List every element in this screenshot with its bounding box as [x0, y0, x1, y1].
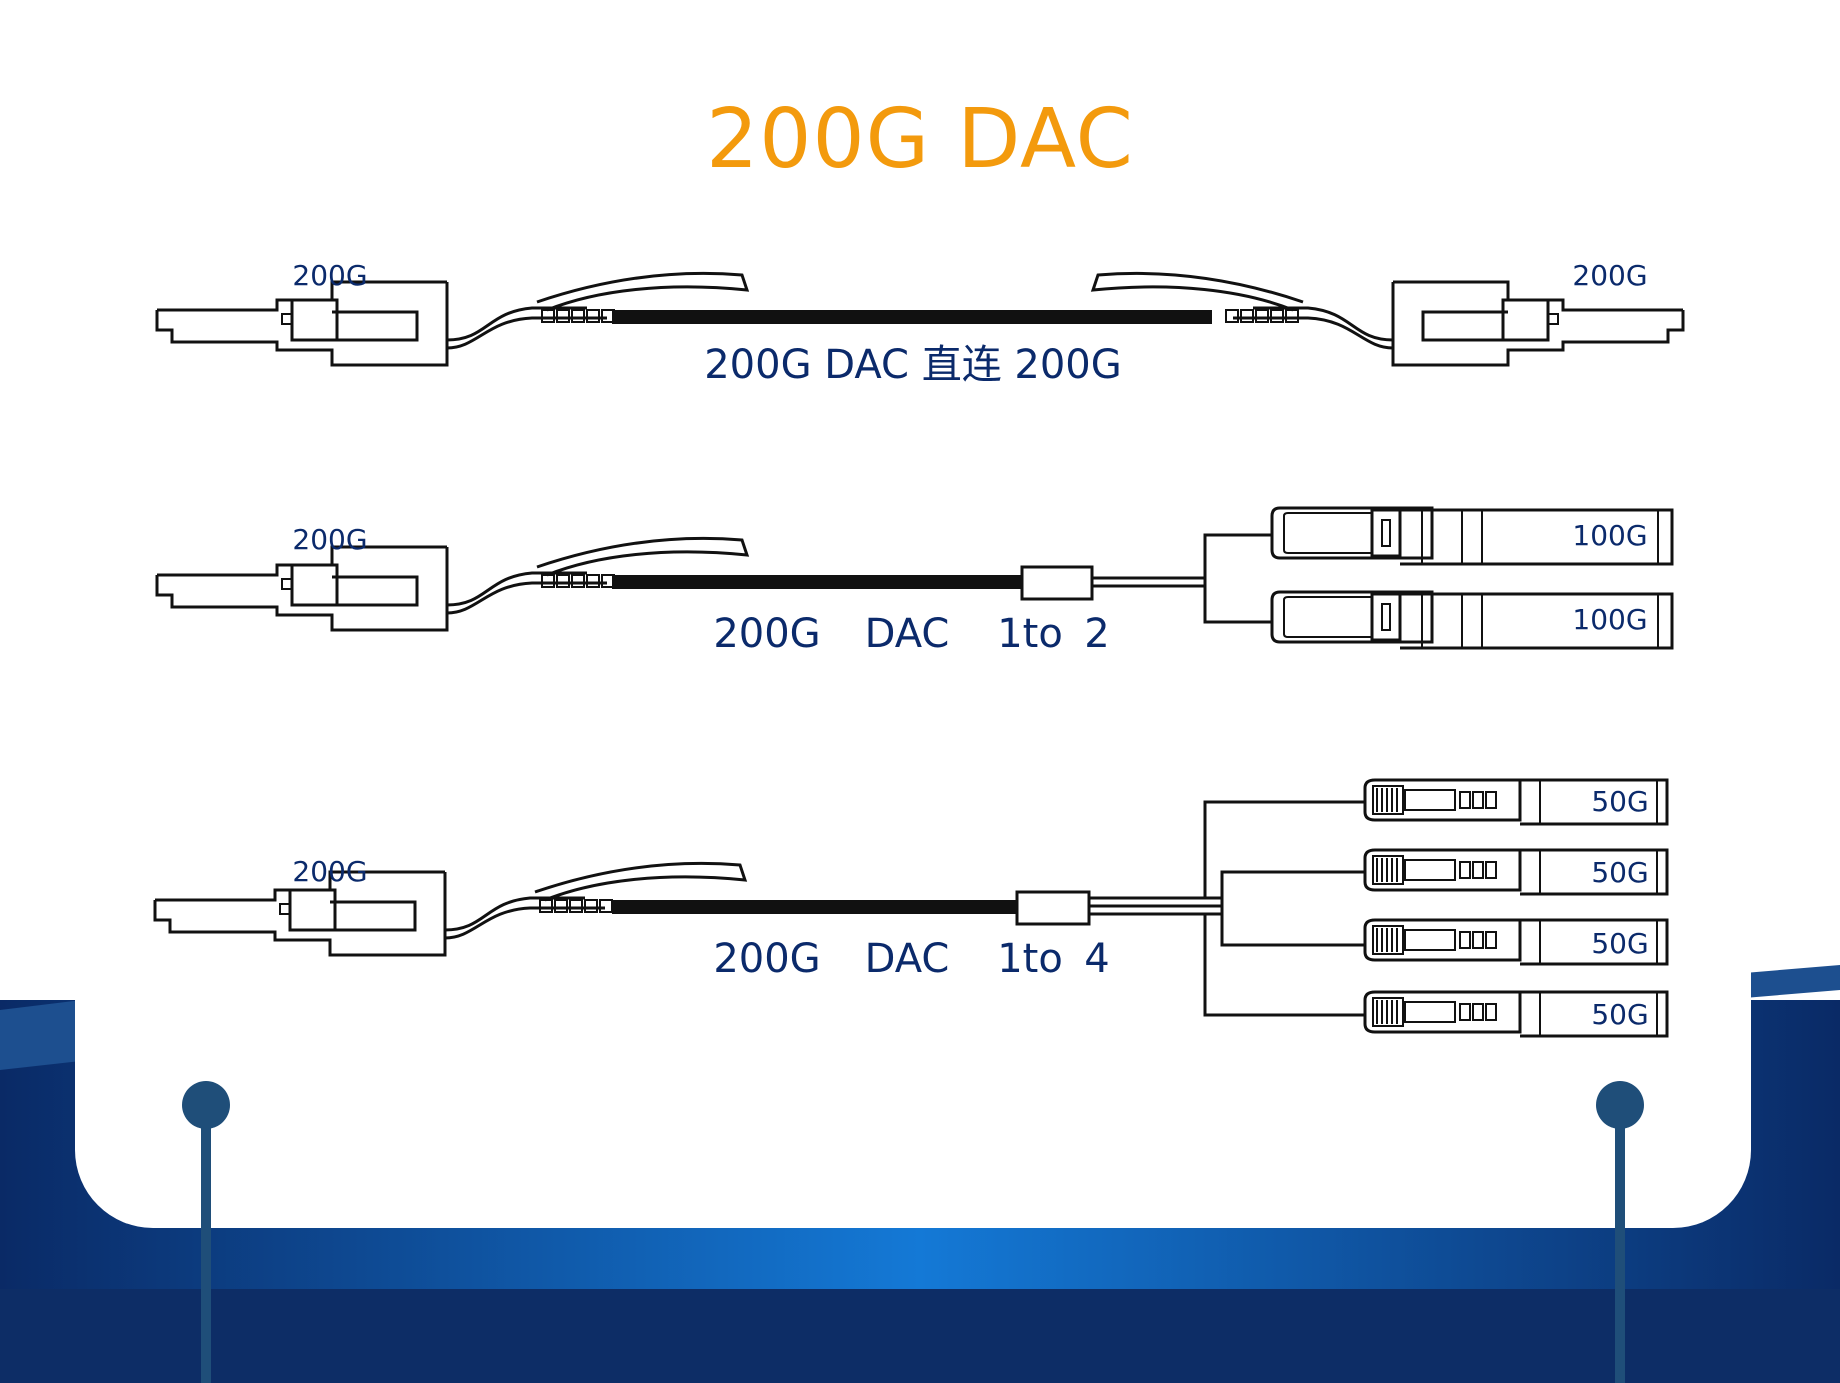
port-label-50g: 50G	[1591, 927, 1648, 960]
port-label-100g: 100G	[1572, 603, 1647, 636]
caption-count: 4	[1084, 936, 1109, 982]
left-port-label: 200G	[292, 259, 367, 292]
port-label-50g: 50G	[1591, 856, 1648, 889]
caption-ratio: 1to	[997, 936, 1063, 982]
left-port-label: 200G	[292, 523, 367, 556]
right-port-label: 200G	[1572, 259, 1647, 292]
row-breakout-2: 200G 100G 100G 200G DAC 1to 2	[155, 506, 1674, 657]
caption-type: DAC	[865, 611, 950, 657]
port-label-100g: 100G	[1572, 519, 1647, 552]
content-card	[75, 0, 1751, 1228]
dac-cable	[612, 900, 1017, 914]
row-direct: 200G 200G 200G DAC 直连 200G	[155, 259, 1685, 388]
caption-speed: 200G	[713, 936, 820, 982]
caption-count: 2	[1084, 611, 1109, 657]
breakout-box	[1015, 890, 1091, 926]
cable-diagram: 200G 200G 200G DAC 直连 200G 200G 100G 100…	[153, 259, 1685, 1038]
caption-type: DAC	[865, 936, 950, 982]
port-label-50g: 50G	[1591, 785, 1648, 818]
dac-cable	[612, 575, 1022, 589]
port-label-50g: 50G	[1591, 998, 1648, 1031]
breakout-box	[1020, 565, 1094, 601]
row-caption: 200G DAC 直连 200G	[704, 342, 1122, 388]
row-breakout-4: 200G 50G 50G 50G 50G 200G DAC 1to 4	[153, 778, 1669, 1038]
page-title: 200G DAC	[706, 92, 1134, 187]
left-port-label: 200G	[292, 855, 367, 888]
caption-speed: 200G	[713, 611, 820, 657]
caption-ratio: 1to	[997, 611, 1063, 657]
dac-cable	[612, 310, 1212, 324]
